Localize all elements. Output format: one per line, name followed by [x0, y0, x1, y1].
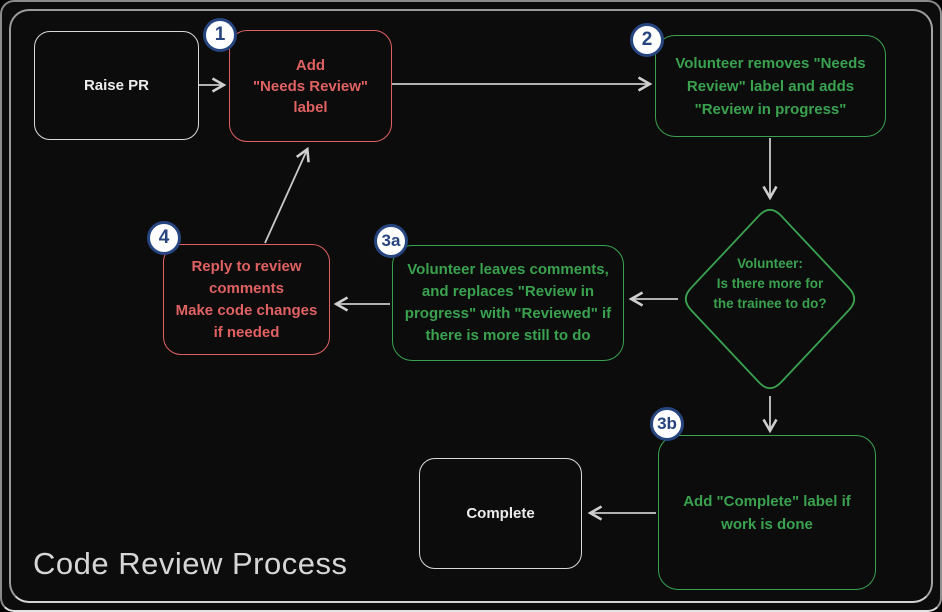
step-badge-4: 4 — [147, 221, 181, 255]
node-step3a-line: progress" with "Reviewed" if — [404, 305, 612, 322]
step-badge-1-number: 1 — [214, 24, 226, 45]
step-badge-3a-number: 3a — [381, 231, 401, 250]
node-complete-label: Complete — [466, 505, 535, 522]
node-raise-pr-label: Raise PR — [83, 77, 150, 94]
node-volunteer-removes-label: Volunteer removes "Needs Review" label a… — [655, 35, 886, 137]
node-step4-line: comments — [208, 279, 285, 297]
node-step3a-line: there is more still to do — [425, 327, 591, 344]
node-add-needs-review: Add "Needs Review" label — [229, 30, 392, 142]
node-reply-to-review: Reply to review comments Make code chang… — [163, 244, 330, 355]
step-badge-3a: 3a — [374, 224, 408, 258]
node-step3a-line: Volunteer leaves comments, — [407, 261, 609, 278]
decision-line: the trainee to do? — [713, 296, 827, 311]
node-step2-line: "Review in progress" — [694, 100, 847, 118]
step-badge-3b-number: 3b — [657, 414, 677, 433]
node-step4-line: Make code changes — [175, 301, 318, 319]
step-badge-4-number: 4 — [158, 227, 170, 248]
step-badge-1: 1 — [203, 18, 237, 52]
node-decision-label: Volunteer: Is there more for the trainee… — [680, 254, 860, 314]
step-badge-2-number: 2 — [641, 29, 653, 50]
node-step4-line: if needed — [213, 323, 280, 341]
node-complete: Complete — [419, 458, 582, 569]
step-badge-3b: 3b — [650, 407, 684, 441]
node-raise-pr: Raise PR — [34, 31, 199, 140]
node-step3b-line: Add "Complete" label if — [683, 492, 851, 510]
node-step1-line: Add — [295, 56, 326, 74]
decision-line: Volunteer: — [737, 256, 803, 271]
node-step2-line: Volunteer removes "Needs — [675, 54, 866, 72]
node-add-complete-label: Add "Complete" label if work is done — [658, 435, 876, 590]
node-volunteer-leaves-comments: Volunteer leaves comments, and replaces … — [392, 245, 624, 361]
node-step3a-line: and replaces "Review in — [421, 283, 595, 300]
node-step1-line: "Needs Review" — [252, 77, 369, 95]
node-step2-line: Review" label and adds — [686, 77, 855, 95]
step-badge-2: 2 — [630, 23, 664, 57]
arrow-step4-to-step1 — [264, 146, 310, 244]
node-step1-line: label — [293, 98, 328, 116]
diagram-title: Code Review Process — [33, 546, 348, 581]
node-step3b-line: work is done — [721, 515, 813, 533]
decision-line: Is there more for — [716, 276, 824, 291]
node-step4-line: Reply to review — [191, 257, 302, 275]
